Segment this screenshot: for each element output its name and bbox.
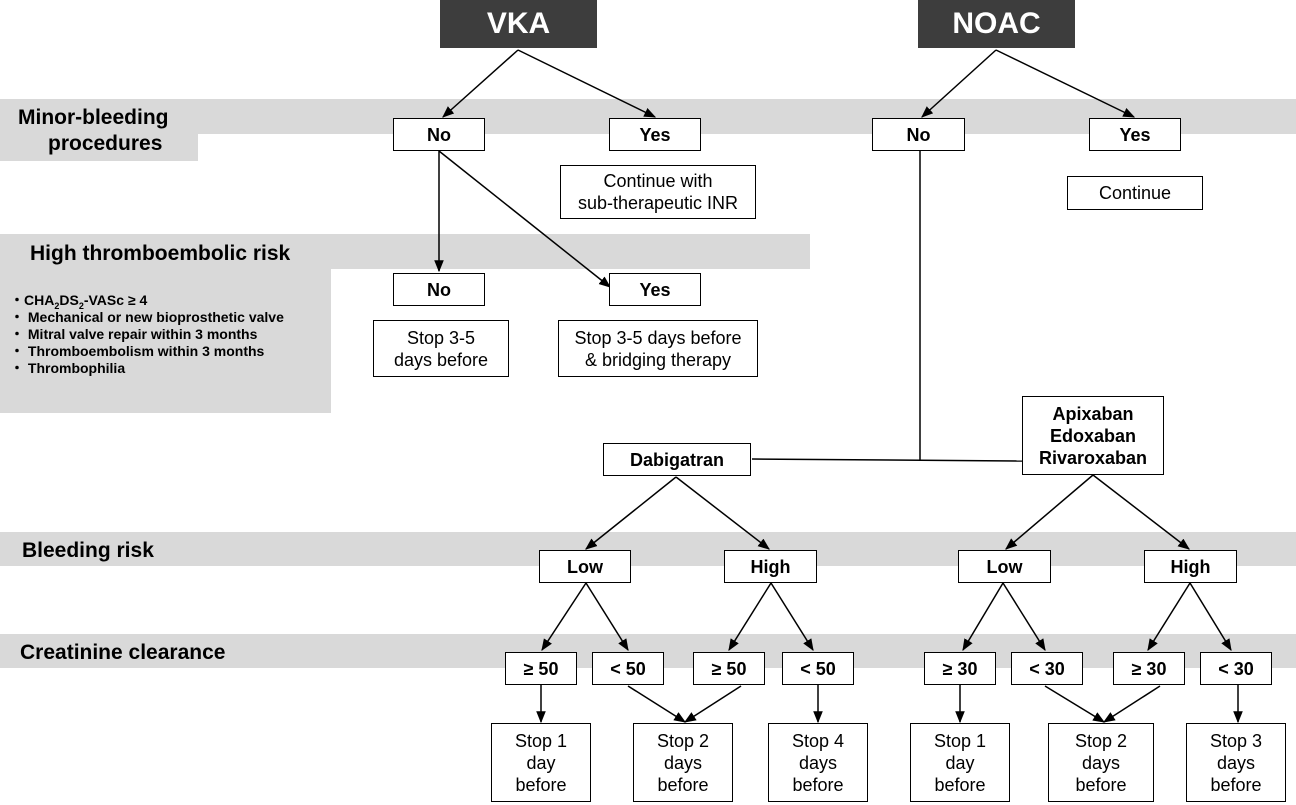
dabigatran-crcl-box: ≥ 50 (505, 652, 577, 685)
band-minor-bleeding-ext (0, 99, 198, 161)
noac-minor-yes-box: Yes (1089, 118, 1181, 151)
noac-continue-box: Continue (1067, 176, 1203, 210)
criteria-item-cha2ds2vasc: ・CHA2DS2-VASc ≥ 4 (10, 292, 148, 311)
band-high-thromboembolic (0, 234, 810, 269)
header-vka: VKA (440, 0, 597, 48)
noac-minor-no-box: No (872, 118, 965, 151)
dabigatran-box: Dabigatran (603, 443, 751, 476)
dabigatran-crcl-box: ≥ 50 (693, 652, 765, 685)
band-bleeding-risk (0, 532, 1296, 566)
xaban-crcl-box: ≥ 30 (1113, 652, 1185, 685)
label-creatinine: Creatinine clearance (20, 641, 226, 664)
dabigatran-high-box: High (724, 550, 817, 583)
label-bleeding-risk: Bleeding risk (22, 539, 154, 562)
xaban-crcl-box: < 30 (1011, 652, 1083, 685)
criteria-item: ・ Mitral valve repair within 3 months (10, 326, 258, 342)
high-risk-criteria-list: ・CHA2DS2-VASc ≥ 4 ・ Mechanical or new bi… (0, 268, 331, 413)
criteria-item: ・ Mechanical or new bioprosthetic valve (10, 309, 284, 325)
dabigatran-crcl-box: < 50 (592, 652, 664, 685)
vka-minor-yes-box: Yes (609, 118, 701, 151)
vka-risk-no-box: No (393, 273, 485, 306)
vka-risk-yes-box: Yes (609, 273, 701, 306)
xaban-high-box: High (1144, 550, 1237, 583)
xaban-crcl-box: ≥ 30 (924, 652, 996, 685)
criteria-item: ・ Thromboembolism within 3 months (10, 343, 265, 359)
label-minor-bleeding: Minor-bleeding procedures (18, 106, 169, 155)
dabigatran-low-box: Low (539, 550, 631, 583)
xaban-low-box: Low (958, 550, 1051, 583)
criteria-item: ・ Thrombophilia (10, 360, 126, 376)
xaban-crcl-box: < 30 (1200, 652, 1272, 685)
vka-minor-no-box: No (393, 118, 485, 151)
header-noac: NOAC (918, 0, 1075, 48)
label-high-thromboembolic: High thromboembolic risk (30, 242, 291, 265)
dabigatran-crcl-box: < 50 (782, 652, 854, 685)
vka-bridging-box: Stop 3-5 days before& bridging therapy (558, 320, 758, 377)
